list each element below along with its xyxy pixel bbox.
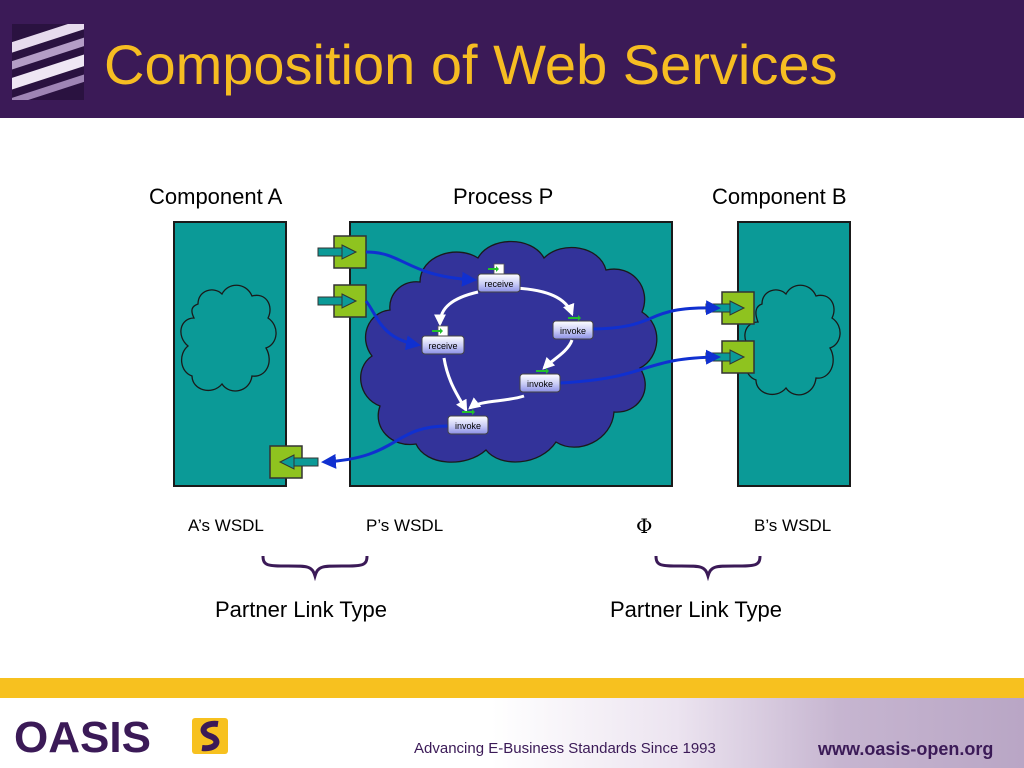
receive-1-label: receive <box>484 279 513 289</box>
activity-invoke-1: invoke <box>552 315 594 340</box>
activity-invoke-3: invoke <box>447 409 489 435</box>
partner-link-type-right: Partner Link Type <box>610 597 783 622</box>
invoke-3-label: invoke <box>455 421 481 431</box>
flow-receive-to-invoke-bottom <box>442 357 468 413</box>
process-p-cloud <box>360 240 658 463</box>
slide-title: Composition of Web Services <box>104 33 838 96</box>
component-a-box <box>173 221 287 487</box>
slide-footer <box>0 698 1024 768</box>
receive-2-label: receive <box>428 341 457 351</box>
footer-url-link[interactable]: www.oasis-open.org <box>818 739 994 759</box>
footer-accent-band <box>0 678 1024 698</box>
partner-link-type-left: Partner Link Type <box>215 597 388 622</box>
component-b-box <box>737 221 851 487</box>
component-a-cloud <box>180 284 277 392</box>
link-invoke-to-b-port1 <box>591 300 721 331</box>
oasis-stripes-icon <box>12 24 84 100</box>
activity-receive-1: receive <box>477 263 521 293</box>
footer-tagline: Advancing E-Business Standards Since 199… <box>414 740 716 757</box>
component-b-label: Component B <box>712 184 847 209</box>
oasis-logo-text: OASIS <box>14 713 151 762</box>
p-wsdl-label: P’s WSDL <box>366 516 444 535</box>
left-brace <box>261 555 369 582</box>
oasis-logo: OASIS <box>14 713 228 762</box>
slide-header: Composition of Web Services <box>0 0 1024 118</box>
process-p-port-1 <box>317 235 367 269</box>
component-b-cloud <box>744 284 841 396</box>
right-brace <box>654 555 762 582</box>
process-p-label: Process P <box>453 184 554 209</box>
a-wsdl-label: A’s WSDL <box>188 516 264 535</box>
component-a-label: Component A <box>149 184 283 209</box>
activity-receive-2: receive <box>421 325 465 355</box>
flow-invoke-to-invoke-bottom <box>468 394 525 410</box>
invoke-1-label: invoke <box>560 326 586 336</box>
flow-invoke-to-invoke <box>542 339 574 370</box>
b-wsdl-label: B’s WSDL <box>754 516 832 535</box>
link-p-port1-to-receive <box>365 250 477 287</box>
link-p-port2-to-receive <box>364 300 421 351</box>
link-invoke-to-a-port <box>321 424 449 469</box>
process-p-port-2 <box>317 284 367 318</box>
link-invoke-to-b-port2 <box>559 349 721 385</box>
flow-receive-to-invoke <box>515 286 575 317</box>
phi-label: Φ <box>636 514 653 538</box>
component-a-port <box>269 445 319 479</box>
flow-receive-to-receive <box>434 290 479 327</box>
activity-invoke-2: invoke <box>519 368 561 393</box>
invoke-2-label: invoke <box>527 379 553 389</box>
